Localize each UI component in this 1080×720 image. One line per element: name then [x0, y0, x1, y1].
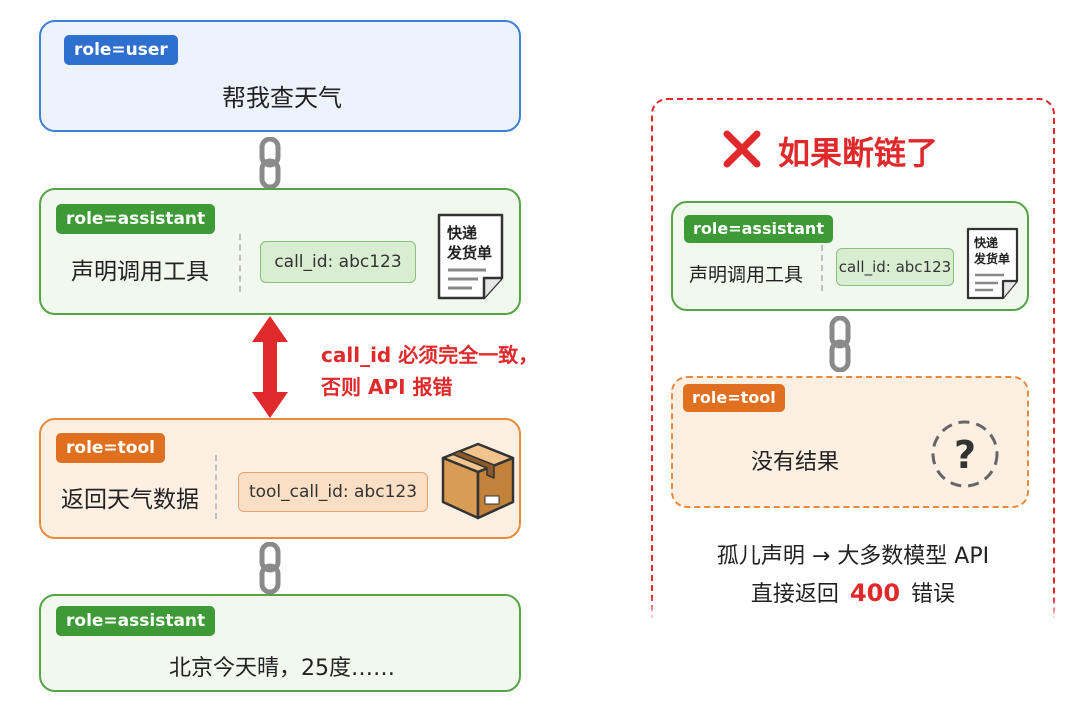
orphan-summary-line1: 孤儿声明 → 大多数模型 API: [716, 544, 990, 569]
error-code: 400: [849, 579, 901, 607]
role-badge-tool: role=tool: [683, 384, 785, 412]
broken-chain-panel: [651, 98, 1055, 618]
assistant-answer-text: 北京今天晴，25度……: [169, 656, 395, 681]
tool-result-text: 返回天气数据: [61, 487, 199, 513]
divider: [821, 245, 823, 291]
document-label-line1: 快递: [447, 224, 478, 242]
tool-result-card: role=tool 返回天气数据 tool_call_id: abc123: [39, 418, 521, 539]
document-label-line1: 快递: [974, 236, 999, 250]
orphan-assistant-card: role=assistant 声明调用工具 call_id: abc123 快递…: [671, 201, 1029, 311]
call-id-note-line1: call_id 必须完全一致，: [321, 343, 539, 367]
question-icon: ?: [931, 420, 999, 488]
summary-prefix: 直接返回: [750, 582, 839, 607]
orphan-summary-line2: 直接返回 400 错误: [651, 576, 1055, 608]
divider: [239, 234, 241, 292]
tool-call-id-chip: tool_call_id: abc123: [238, 472, 428, 512]
assistant-call-text: 声明调用工具: [71, 259, 209, 285]
missing-tool-text: 没有结果: [751, 450, 840, 475]
missing-tool-card: role=tool 没有结果 ?: [671, 376, 1029, 508]
document-label-line2: 发货单: [447, 244, 493, 262]
call-id-chip: call_id: abc123: [836, 248, 954, 286]
call-id-note-line2: 否则 API 报错: [321, 375, 453, 399]
role-badge-tool: role=tool: [56, 433, 165, 463]
user-message-text: 帮我查天气: [222, 84, 342, 112]
document-icon: [437, 213, 504, 300]
role-badge-assistant: role=assistant: [684, 215, 833, 243]
user-message-card: role=user 帮我查天气: [39, 20, 521, 132]
package-box-icon: [441, 442, 515, 520]
assistant-answer-card: role=assistant 北京今天晴，25度……: [39, 594, 521, 692]
cross-mark-icon: [723, 130, 761, 168]
divider: [215, 455, 217, 519]
chain-link-icon: [829, 316, 851, 372]
chain-link-icon: [259, 137, 281, 189]
svg-text:?: ?: [954, 433, 976, 477]
document-label-line2: 发货单: [974, 252, 1011, 266]
assistant-call-card: role=assistant 声明调用工具 call_id: abc123 快递…: [39, 188, 521, 315]
summary-suffix: 错误: [911, 582, 956, 607]
role-badge-user: role=user: [64, 35, 178, 65]
role-badge-assistant: role=assistant: [56, 204, 216, 234]
call-id-chip: call_id: abc123: [260, 241, 416, 283]
document-icon: [966, 227, 1019, 300]
role-badge-assistant: role=assistant: [56, 606, 216, 636]
panel-fade: [640, 596, 1070, 636]
chain-link-icon: [259, 542, 281, 594]
orphan-assistant-text: 声明调用工具: [689, 264, 804, 286]
double-arrow-icon: [252, 316, 288, 418]
panel-title: 如果断链了: [778, 134, 939, 172]
